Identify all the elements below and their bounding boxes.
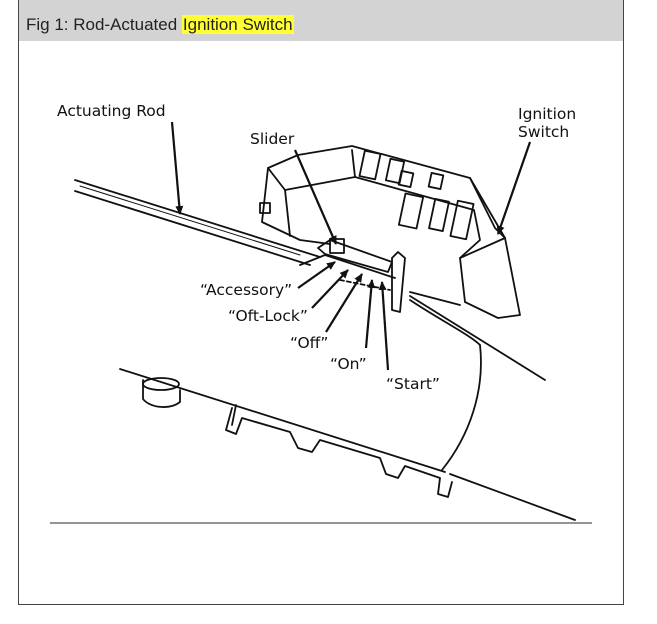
label-start: “Start” — [386, 375, 440, 393]
label-slider: Slider — [250, 130, 295, 148]
caption-prefix: Fig 1: Rod-Actuated — [26, 15, 182, 34]
label-ignition: Ignition — [518, 105, 576, 123]
label-accessory: “Accessory” — [200, 281, 292, 299]
callout-arrows — [170, 121, 532, 371]
label-on: “On” — [330, 355, 367, 373]
label-off-lock: “Oft-Lock” — [228, 307, 308, 325]
label-off: “Off” — [290, 334, 328, 352]
figure-caption: Fig 1: Rod-Actuated Ignition Switch — [26, 15, 294, 35]
label-actuating-rod: Actuating Rod — [57, 102, 166, 120]
caption-bar: Fig 1: Rod-Actuated Ignition Switch — [19, 0, 623, 41]
caption-highlight: Ignition Switch — [181, 15, 294, 34]
figure-frame: Fig 1: Rod-Actuated Ignition Switch — [18, 0, 624, 605]
label-switch: Switch — [518, 123, 569, 141]
diagram-labels: Actuating Rod Slider Ignition Switch “Ac… — [57, 102, 576, 393]
steering-column-drawing — [74, 145, 576, 521]
